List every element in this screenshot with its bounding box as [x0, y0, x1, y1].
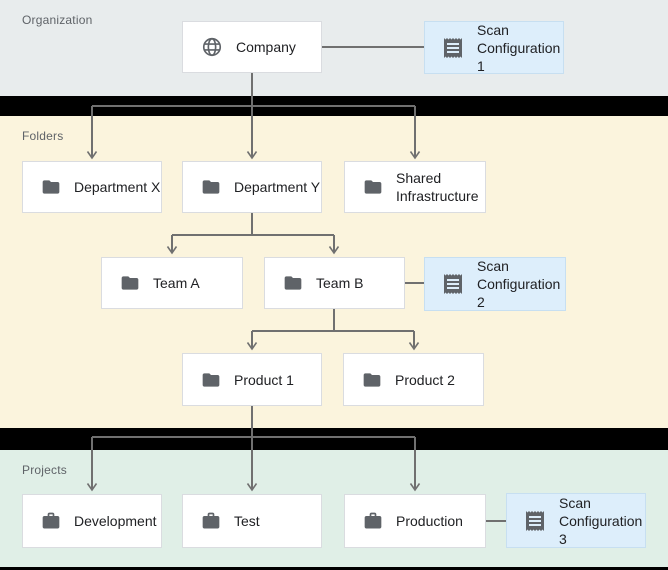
node-scan-configuration-3: Scan Configuration 3	[506, 493, 646, 548]
node-department-x: Department X	[22, 161, 162, 213]
projects-section-label: Projects	[22, 463, 67, 477]
node-label: Test	[234, 513, 260, 529]
node-team-a: Team A	[101, 257, 243, 309]
node-label: Product 1	[234, 371, 294, 388]
globe-icon	[201, 36, 223, 58]
connector-department-y-to-teams	[166, 213, 340, 255]
receipt-icon	[441, 36, 465, 60]
node-shared-infrastructure: Shared Infrastructure	[344, 161, 486, 213]
node-label: Development	[74, 513, 157, 529]
node-label: Shared Infrastructure	[396, 170, 479, 204]
folder-icon	[201, 177, 221, 197]
node-product-2: Product 2	[343, 353, 484, 406]
receipt-icon	[523, 509, 547, 533]
node-production: Production	[344, 494, 486, 548]
node-label: Team B	[316, 275, 364, 291]
connector-product-1-to-projects	[86, 406, 421, 492]
node-label: Department Y	[234, 179, 321, 195]
node-scan-configuration-2: Scan Configuration 2	[424, 257, 566, 311]
folder-icon	[41, 177, 61, 197]
node-scan-configuration-1: Scan Configuration 1	[424, 21, 564, 74]
receipt-icon	[441, 272, 465, 296]
node-label: Scan Configuration 3	[559, 494, 643, 547]
node-label: Department X	[74, 179, 161, 195]
briefcase-icon	[363, 511, 383, 531]
node-label: Production	[396, 513, 463, 529]
node-development: Development	[22, 494, 162, 548]
organization-section-label: Organization	[22, 13, 93, 27]
briefcase-icon	[201, 511, 221, 531]
node-label: Scan Configuration 2	[477, 258, 561, 310]
folders-section-label: Folders	[22, 129, 64, 143]
node-test: Test	[182, 494, 322, 548]
folder-icon	[283, 273, 303, 293]
node-team-b: Team B	[264, 257, 405, 309]
connector-company-to-folders	[86, 73, 421, 160]
folder-icon	[363, 177, 383, 197]
node-company: Company	[182, 21, 322, 73]
node-label: Scan Configuration 1	[477, 21, 561, 74]
folder-icon	[362, 370, 382, 390]
node-label: Company	[236, 39, 296, 55]
node-label: Product 2	[395, 371, 455, 388]
folder-icon	[201, 370, 221, 390]
briefcase-icon	[41, 511, 61, 531]
node-label: Team A	[153, 275, 200, 291]
connector-team-b-to-products	[246, 309, 420, 351]
node-product-1: Product 1	[182, 353, 322, 406]
folder-icon	[120, 273, 140, 293]
node-department-y: Department Y	[182, 161, 322, 213]
